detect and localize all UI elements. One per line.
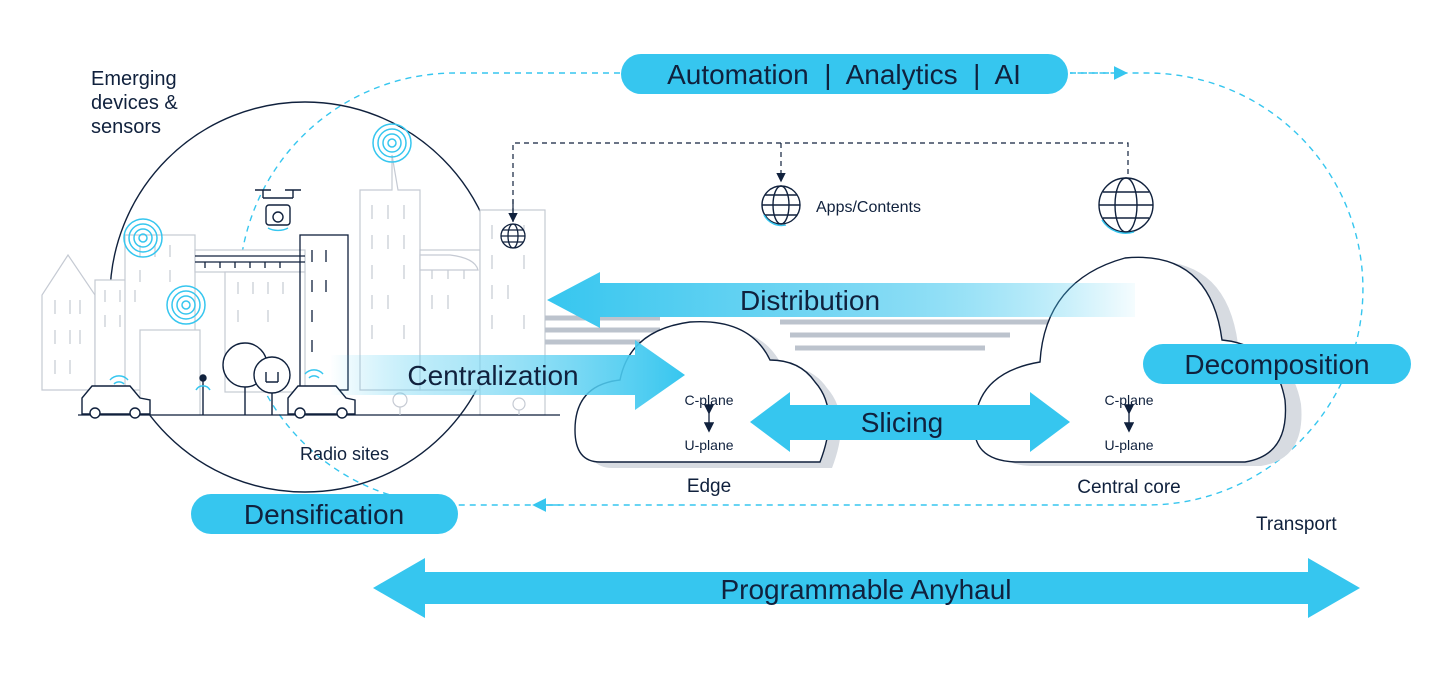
tree-icon (222, 342, 291, 415)
transport-loop (238, 72, 1364, 506)
slicing-label: Slicing (861, 407, 943, 438)
drone-icon (255, 189, 301, 232)
automation-label: Automation | Analytics | AI (667, 59, 1021, 90)
emerging-label-2: devices & (91, 92, 178, 114)
slicing-arrow: Slicing (750, 392, 1070, 452)
radio-sites-label: Radio sites (300, 444, 389, 464)
densification-pill: Densification (191, 494, 458, 534)
globe-icon (761, 185, 801, 227)
centralization-arrow: Centralization (330, 340, 685, 410)
central-core-label: Central core (1077, 477, 1181, 498)
decomposition-pill: Decomposition (1143, 344, 1411, 384)
edge-c-plane: C-plane (684, 392, 733, 408)
globe-icon (1098, 177, 1154, 234)
emerging-label-1: Emerging (91, 68, 177, 90)
distribution-arrow: Distribution (547, 272, 1135, 328)
densification-label: Densification (244, 499, 404, 530)
decomposition-label: Decomposition (1184, 349, 1369, 380)
apps-connector (512, 142, 1129, 222)
automation-pill: Automation | Analytics | AI (621, 54, 1068, 94)
distribution-label: Distribution (740, 285, 880, 316)
centralization-label: Centralization (407, 360, 578, 391)
core-u-plane: U-plane (1104, 437, 1153, 453)
street-lamp-icon (199, 374, 207, 415)
edge-u-plane: U-plane (684, 437, 733, 453)
anyhaul-label: Programmable Anyhaul (720, 574, 1011, 605)
emerging-label-3: sensors (91, 116, 161, 138)
transport-lines (545, 315, 1050, 351)
anyhaul-arrow: Programmable Anyhaul (373, 558, 1360, 618)
wifi-signal-icon (109, 123, 412, 391)
apps-contents-label: Apps/Contents (816, 199, 921, 216)
car-icon (81, 385, 151, 419)
transport-label: Transport (1256, 514, 1337, 535)
train-icon (419, 254, 479, 271)
globe-icon (500, 223, 526, 249)
edge-label: Edge (687, 476, 731, 497)
core-c-plane: C-plane (1104, 392, 1153, 408)
